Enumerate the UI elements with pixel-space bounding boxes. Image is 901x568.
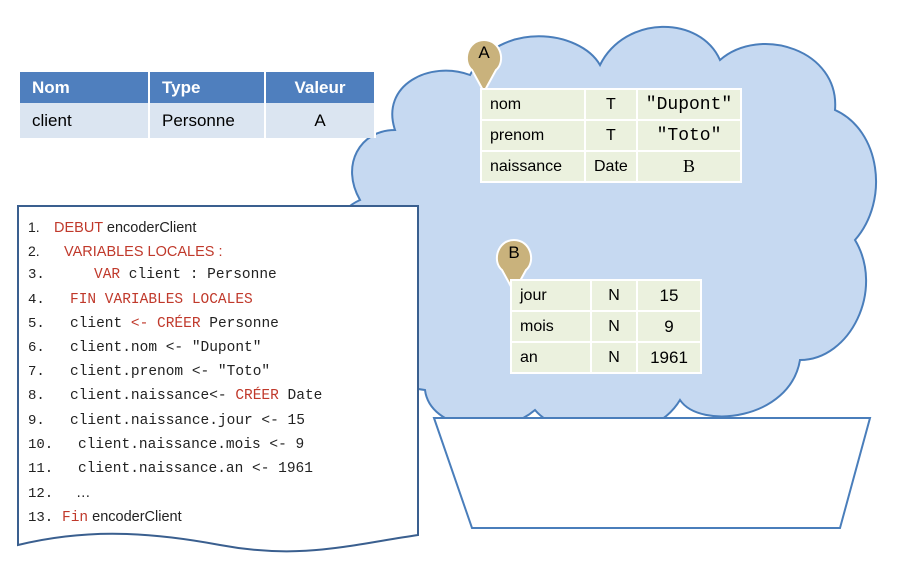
field-type: N	[590, 341, 638, 374]
line-number: 3.	[28, 267, 45, 284]
code-text: Personne	[200, 315, 279, 332]
field-value: 1961	[636, 341, 702, 374]
object-b-table: jour N 15 mois N 9 an N 1961	[510, 279, 702, 374]
field-value: B	[635, 150, 743, 183]
pin-b-label: B	[508, 243, 520, 262]
code-text: client.naissance.mois <- 9	[78, 436, 305, 453]
field-name: nom	[480, 88, 586, 121]
keyword: Fin	[62, 510, 89, 527]
code-text: client	[70, 315, 131, 332]
code-text: …	[76, 485, 91, 502]
keyword: DEBUT	[54, 220, 103, 236]
line-number: 13.	[28, 510, 54, 527]
line-number: 7.	[28, 364, 45, 381]
code-line: 11. client.naissance.an <- 1961	[28, 457, 322, 481]
code-line: 10. client.naissance.mois <- 9	[28, 433, 322, 457]
line-number: 1.	[28, 219, 40, 235]
object-a-table: nom T "Dupont" prenom T "Toto" naissance…	[480, 88, 743, 183]
field-type: T	[584, 119, 638, 152]
keyword: FIN VARIABLES LOCALES	[70, 291, 253, 308]
keyword: <- CRÉER	[130, 315, 201, 332]
code-text: client.naissance.an <- 1961	[78, 460, 313, 477]
field-name: prenom	[480, 119, 586, 152]
field-type: T	[584, 88, 638, 121]
code-line: 3. VAR client : Personne	[28, 263, 322, 287]
keyword: VARIABLES LOCALES :	[64, 244, 223, 261]
code-line: 1. DEBUT encoderClient	[28, 215, 322, 239]
code-document-shape	[17, 205, 419, 553]
code-text: client.naissance<-	[70, 388, 236, 405]
cell-nom: client	[20, 103, 150, 138]
code-line: 9. client.naissance.jour <- 15	[28, 409, 322, 433]
field-value: "Dupont"	[635, 88, 743, 121]
line-number: 8.	[28, 388, 45, 405]
line-number: 11.	[28, 460, 54, 477]
field-name: mois	[510, 310, 592, 343]
code-line: 2. VARIABLES LOCALES :	[28, 239, 322, 263]
code-line: 13. Fin encoderClient	[28, 505, 322, 529]
code-line: 8. client.naissance<- CRÉER Date	[28, 384, 322, 408]
field-name: an	[510, 341, 592, 374]
header-type: Type	[149, 72, 266, 103]
pin-a-label: A	[478, 43, 490, 62]
header-nom: Nom	[20, 72, 150, 103]
code-line: 12. …	[28, 481, 322, 505]
code-text: client.prenom <- "Toto"	[70, 364, 271, 381]
line-number: 2.	[28, 243, 40, 260]
line-number: 6.	[28, 339, 45, 356]
cell-valeur: A	[265, 103, 376, 138]
field-value: 15	[636, 279, 702, 312]
code-text: encoderClient	[102, 220, 197, 236]
field-value: "Toto"	[635, 119, 743, 152]
table-row: naissance Date B	[480, 150, 743, 183]
table-row: jour N 15	[510, 279, 702, 312]
table-row: client Personne A	[20, 103, 376, 138]
line-number: 9.	[28, 412, 45, 429]
code-line: 7. client.prenom <- "Toto"	[28, 360, 322, 384]
box-shape	[432, 417, 872, 529]
line-number: 12.	[28, 486, 54, 503]
keyword: VAR	[94, 267, 121, 284]
variables-header-row: Nom Type Valeur	[20, 72, 376, 103]
field-type: Date	[584, 150, 638, 183]
table-row: an N 1961	[510, 341, 702, 374]
table-row: nom T "Dupont"	[480, 88, 743, 121]
field-value: 9	[636, 310, 702, 343]
line-number: 10.	[28, 436, 54, 453]
code-text: client.naissance.jour <- 15	[70, 412, 305, 429]
code-text: encoderClient	[88, 509, 182, 526]
table-row: prenom T "Toto"	[480, 119, 743, 152]
field-name: jour	[510, 279, 592, 312]
code-line: 5. client <- CRÉER Personne	[28, 312, 322, 336]
field-type: N	[590, 279, 638, 312]
keyword: CRÉER	[235, 388, 279, 405]
code-text: Date	[278, 388, 323, 405]
code-listing: 1. DEBUT encoderClient 2. VARIABLES LOCALE…	[28, 215, 322, 529]
code-text: client.nom <- "Dupont"	[70, 339, 262, 356]
cell-type: Personne	[149, 103, 266, 138]
field-type: N	[590, 310, 638, 343]
header-valeur: Valeur	[265, 72, 376, 103]
field-name: naissance	[480, 150, 586, 183]
table-row: mois N 9	[510, 310, 702, 343]
line-number: 5.	[28, 315, 45, 332]
line-number: 4.	[28, 291, 45, 308]
code-text: client : Personne	[120, 267, 277, 284]
variables-table: Nom Type Valeur client Personne A	[20, 72, 376, 138]
code-line: 6. client.nom <- "Dupont"	[28, 336, 322, 360]
code-line: 4. FIN VARIABLES LOCALES	[28, 288, 322, 312]
